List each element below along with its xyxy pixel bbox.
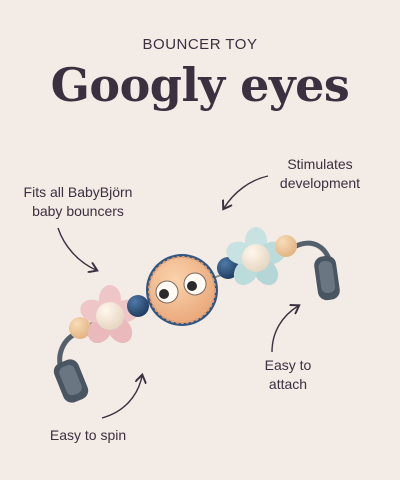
callout-easy-attach: Easy to attach — [248, 356, 328, 394]
callout-spin-text: Easy to spin — [49, 427, 127, 443]
wood-bead-left — [69, 317, 91, 339]
product-title: Googly eyes — [50, 58, 350, 112]
googly-face — [146, 254, 218, 326]
arrow-attach-icon — [271, 306, 298, 353]
callout-fits-line1: Fits all BabyBjörn — [23, 184, 133, 200]
callout-fits-bouncers: Fits all BabyBjörn baby bouncers — [8, 183, 148, 221]
wood-bead-right — [275, 235, 297, 257]
blue-flower — [226, 227, 286, 286]
pink-flower — [80, 285, 140, 344]
product-category: BOUNCER TOY — [142, 36, 258, 53]
callout-stimulates: Stimulates development — [262, 155, 378, 193]
right-clip — [293, 240, 340, 301]
arrow-spin-icon — [101, 376, 142, 419]
left-eye-icon — [155, 280, 179, 304]
left-clip — [53, 329, 89, 403]
callout-fits-line2: baby bouncers — [32, 203, 124, 219]
right-eye-icon — [183, 272, 207, 296]
callout-stim-line2: development — [279, 175, 361, 191]
callout-attach-line2: attach — [268, 376, 308, 392]
arrow-fits-icon — [57, 227, 96, 270]
callout-attach-line1: Easy to — [264, 357, 312, 373]
callout-easy-spin: Easy to spin — [28, 426, 148, 445]
blue-bead-right — [217, 257, 239, 279]
callout-stim-line1: Stimulates — [287, 156, 353, 172]
blue-bead-left — [127, 295, 149, 317]
arrow-stim-icon — [224, 175, 269, 208]
